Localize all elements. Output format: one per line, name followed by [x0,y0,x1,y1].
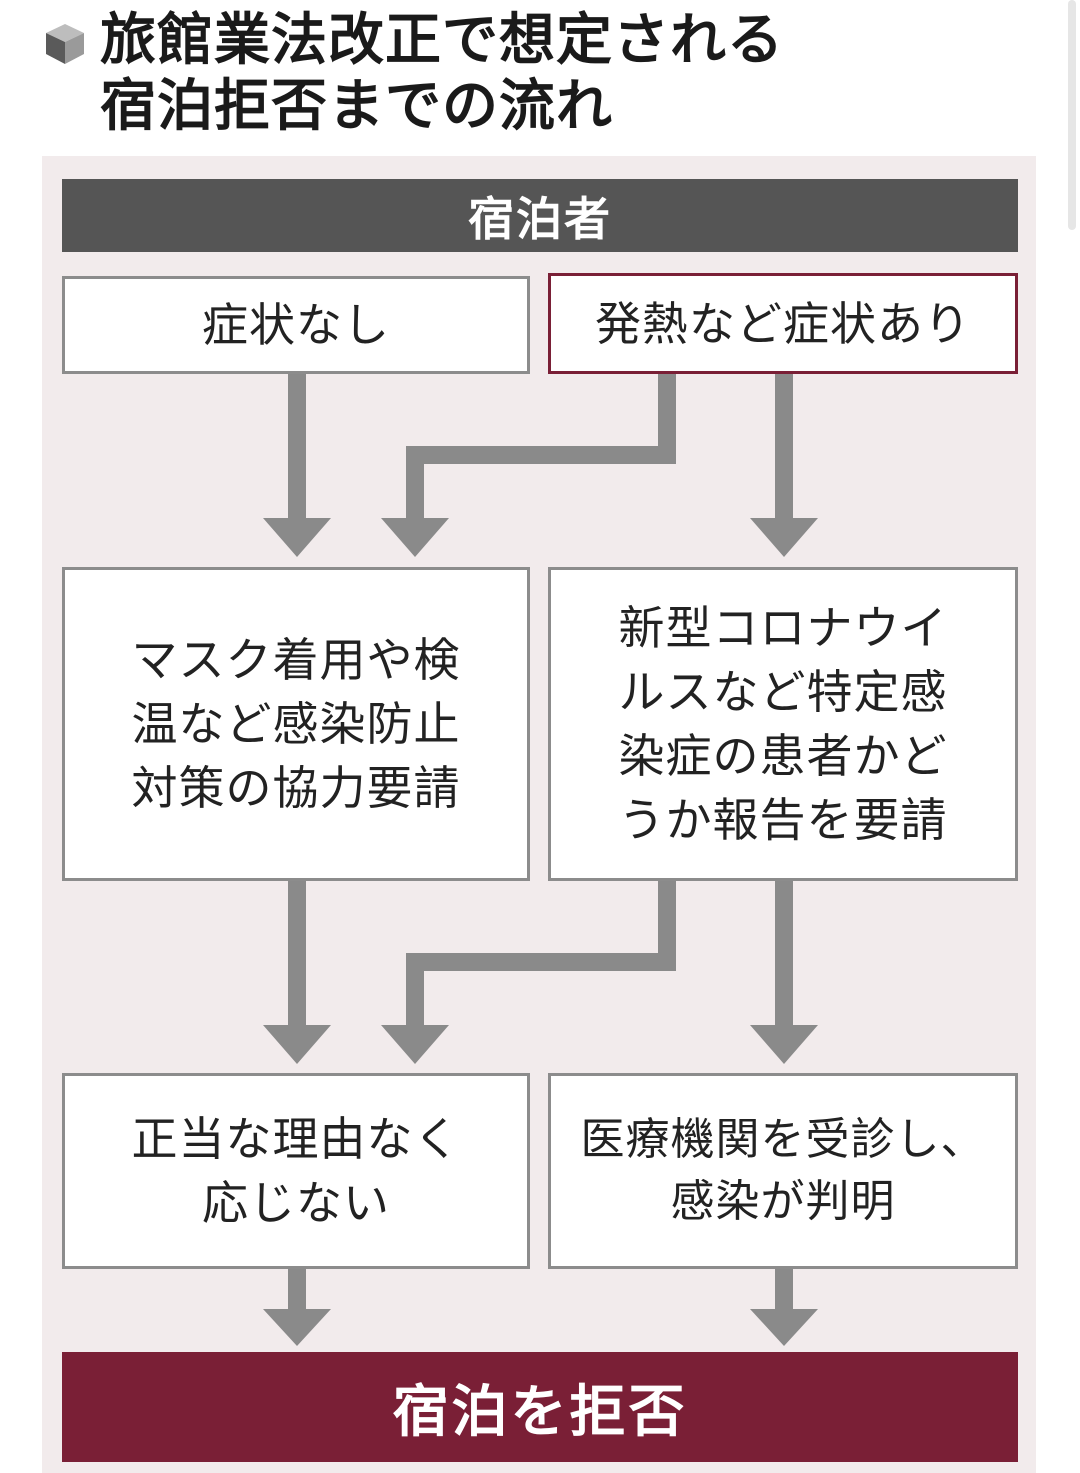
no-symptoms-box: 症状なし [62,276,530,374]
title-line-2: 宿泊拒否までの流れ [100,74,613,139]
diagram-title: 旅館業法改正で想定される 宿泊拒否までの流れ [100,8,1050,140]
symptoms-label: 発熱など症状あり [595,296,971,351]
infection-confirmed-box: 医療機関を受診し、 感染が判明 [548,1073,1018,1269]
report-request-label: 新型コロナウイ ルスなど特定感 染症の患者かど うか報告を要請 [618,601,948,847]
scrollbar[interactable] [1068,0,1076,230]
refuse-without-reason-label: 正当な理由なく 応じない [131,1112,461,1230]
no-symptoms-label: 症状なし [202,298,390,352]
refuse-without-reason-box: 正当な理由なく 応じない [62,1073,530,1269]
refuse-stay-result: 宿泊を拒否 [62,1352,1018,1462]
cube-icon [46,24,84,64]
infection-measures-label: マスク着用や検 温など感染防止 対策の協力要請 [131,633,461,815]
report-request-box: 新型コロナウイ ルスなど特定感 染症の患者かど うか報告を要請 [548,567,1018,881]
infection-measures-box: マスク着用や検 温など感染防止 対策の協力要請 [62,567,530,881]
title-line-1: 旅館業法改正で想定される [100,8,784,73]
symptoms-box: 発熱など症状あり [548,273,1018,374]
guest-header: 宿泊者 [62,179,1018,252]
infection-confirmed-label: 医療機関を受診し、 感染が判明 [580,1114,986,1227]
